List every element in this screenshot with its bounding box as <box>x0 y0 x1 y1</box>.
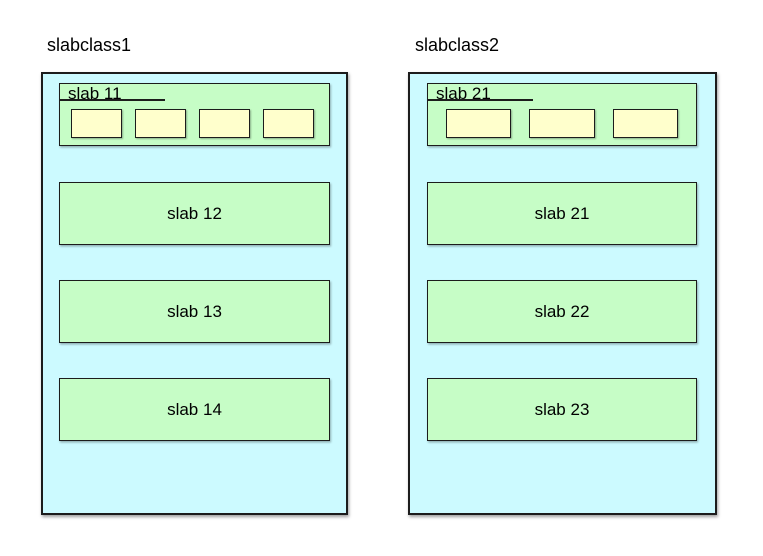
slab-21-label: slab 21 <box>428 84 533 102</box>
chunk <box>446 109 512 138</box>
slab-11-chunk-row <box>60 109 329 138</box>
slab-21-chunk-row <box>428 109 696 138</box>
slab-21-row: slab 21 <box>427 182 697 245</box>
chunk <box>529 109 595 138</box>
slabclass2-container: slab 21 slab 21 slab 22 slab 23 <box>408 72 717 515</box>
slab-21-with-chunks: slab 21 <box>427 83 697 146</box>
chunk <box>135 109 186 138</box>
slabclass1-container: slab 11 slab 12 slab 13 slab 14 <box>41 72 348 515</box>
slab-22: slab 22 <box>427 280 697 343</box>
chunk <box>263 109 314 138</box>
slab-14: slab 14 <box>59 378 330 441</box>
slab-11-with-chunks: slab 11 <box>59 83 330 146</box>
chunk <box>199 109 250 138</box>
slab-11-label: slab 11 <box>60 84 165 102</box>
chunk <box>612 109 678 138</box>
slabclass1-title: slabclass1 <box>47 35 132 55</box>
slab-12: slab 12 <box>59 182 330 245</box>
slabclass2-title: slabclass2 <box>415 35 500 55</box>
chunk <box>71 109 122 138</box>
slab-13: slab 13 <box>59 280 330 343</box>
slab-23: slab 23 <box>427 378 697 441</box>
